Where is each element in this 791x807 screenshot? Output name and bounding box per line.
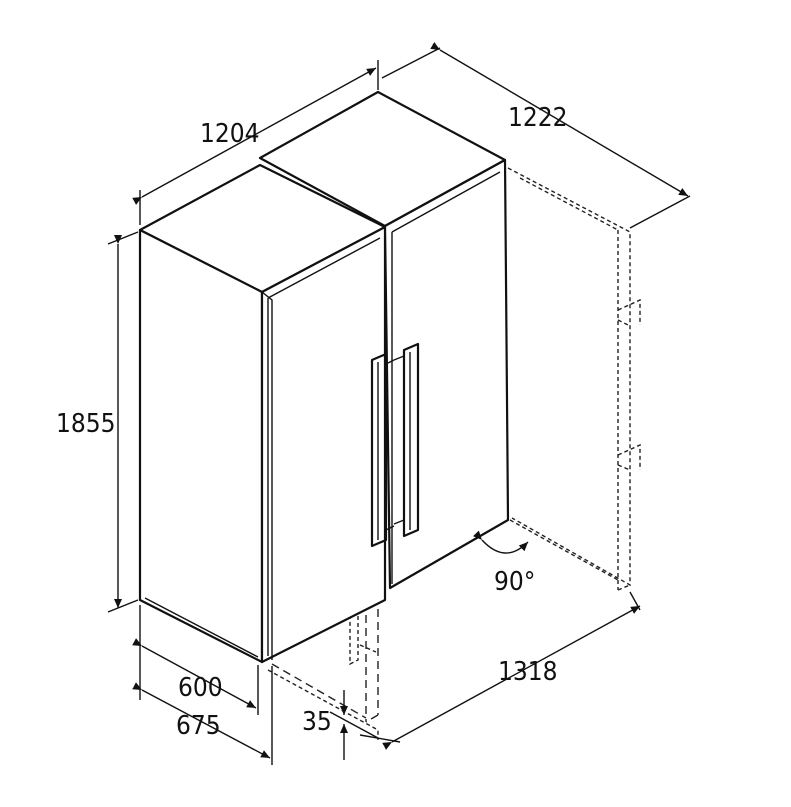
label-90-degrees: 90°	[494, 567, 535, 597]
left-door-handle	[370, 352, 388, 548]
label-35: 35	[302, 707, 332, 737]
dim-line-1222	[430, 41, 689, 197]
right-door-handle	[402, 342, 420, 538]
label-1204: 1204	[200, 119, 260, 149]
dim-line-675	[132, 682, 271, 759]
dim-line-1318	[382, 605, 641, 750]
label-1318: 1318	[498, 657, 558, 687]
label-600: 600	[178, 673, 223, 703]
dim-line-1204	[132, 67, 377, 205]
right-door-open-outline	[507, 167, 631, 587]
dimension-lines	[107, 41, 691, 765]
angle-arc-90	[472, 530, 529, 554]
label-1855: 1855	[56, 409, 116, 439]
label-1222: 1222	[508, 103, 568, 133]
left-cabinet	[138, 163, 387, 664]
left-cabinet-side	[138, 228, 264, 664]
door-handles	[370, 342, 420, 548]
dimension-labels: 1204 1222 1855 600 675 35 1318 90°	[56, 103, 568, 741]
label-675: 675	[176, 711, 221, 741]
left-cabinet-door	[260, 225, 387, 664]
